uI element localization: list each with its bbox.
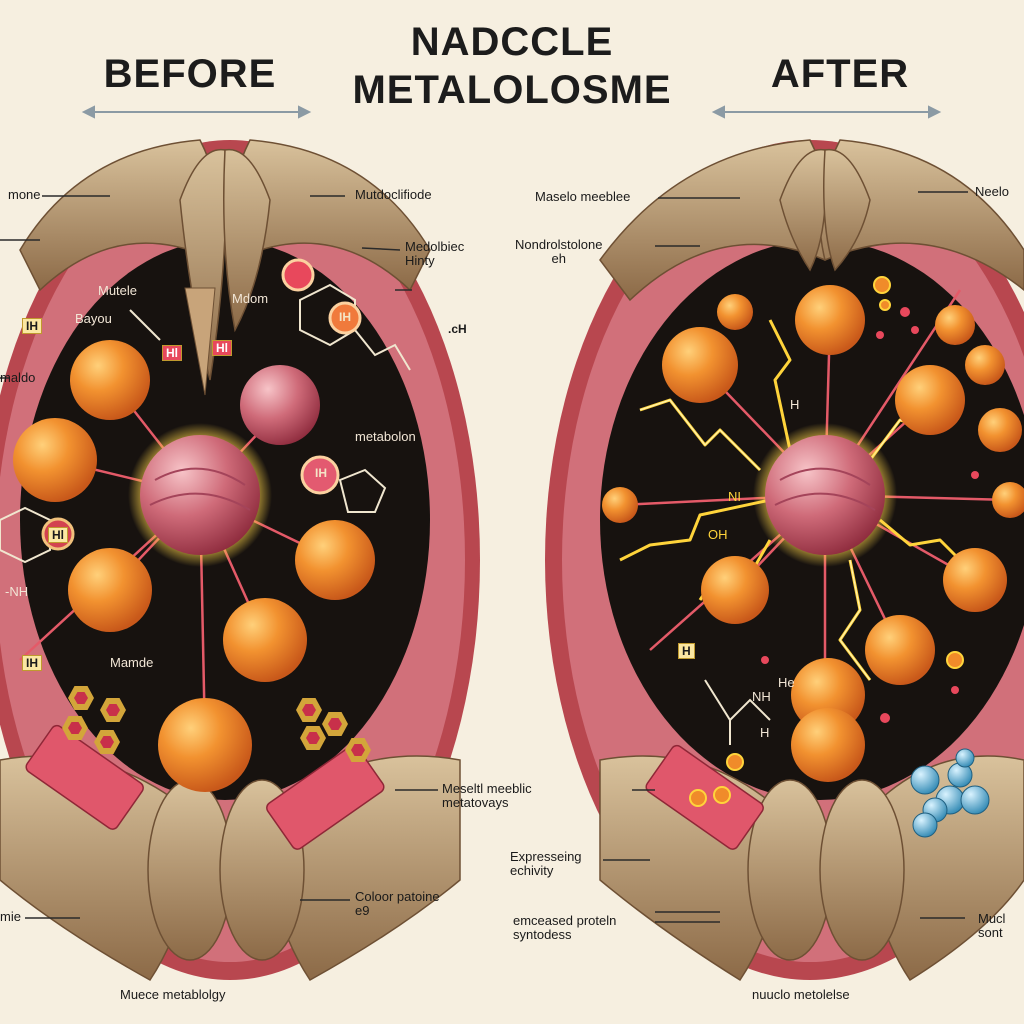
after-yellow-rings: [689, 276, 964, 807]
after-tag-h: H: [678, 643, 695, 659]
before-tendon-bottom: [0, 755, 461, 981]
after-label-nuuclo-metolelse: nuuclo metolelse: [752, 987, 850, 1002]
before-heading-arrow: [81, 105, 312, 119]
before-heading: BEFORE: [103, 52, 277, 96]
before-hex-molecule: [62, 716, 88, 740]
after-heading: AFTER: [770, 52, 910, 96]
before-tag-ih-3: IH: [315, 466, 327, 480]
after-label-emceased-protein: emceased proteln syntodess: [513, 913, 617, 942]
after-small-particles: [761, 307, 979, 723]
after-heading-arrow: [711, 105, 942, 119]
after-label-mucl: Mucl sont: [978, 911, 1006, 940]
before-inner-mutele: Mutele: [98, 283, 138, 298]
before-hex-molecule: [345, 738, 371, 762]
before-tag-hl-1: Hl: [162, 345, 182, 361]
before-label-maldo: maldo: [0, 370, 36, 385]
before-inner-mdom: Mdom: [232, 291, 269, 306]
after-inner-ni: NI: [728, 489, 741, 504]
before-tag-hl-2: Hl: [212, 340, 232, 356]
before-tag-ih-2: IH: [22, 655, 42, 671]
before-tag-ih-1: IH: [22, 318, 42, 334]
before-hex-molecule: [100, 698, 126, 722]
after-label-maselo-meeblee: Maselo meeblee: [535, 189, 631, 204]
before-label-muece-metablolgy: Muece metablolgy: [120, 987, 226, 1002]
after-inner-oh: OH: [708, 527, 728, 542]
before-tag-ih-4: IH: [339, 310, 351, 324]
before-hex-molecule: [300, 726, 326, 750]
after-leader-lines: [603, 191, 968, 923]
after-label-neelo: Neelo: [975, 184, 1009, 199]
before-label-medolbiec: Medolbiec Hinty: [405, 239, 465, 268]
before-inner-mamde: Mamde: [110, 655, 154, 670]
before-hex-molecule: [296, 698, 322, 722]
after-molecule-structure: [704, 679, 771, 745]
before-pink-sphere: [240, 365, 320, 445]
before-central-nucleus: [140, 435, 260, 555]
before-label-mutdoclifiode: Mutdoclifiode: [355, 187, 432, 202]
before-label-mone: mone: [8, 187, 41, 202]
after-inner-he: He: [778, 675, 795, 690]
before-cells: [13, 340, 375, 792]
after-cells: [602, 285, 1024, 782]
after-central-nucleus: [765, 435, 885, 555]
after-tendon-top: [599, 139, 1024, 302]
after-label-expresseing: Expresseing echivity: [510, 849, 582, 878]
before-hex-molecule: [94, 730, 120, 754]
after-blue-cluster: [910, 748, 990, 838]
after-inner-h1: H: [760, 725, 770, 740]
before-leader-lines: [0, 195, 438, 919]
after-inner-h2: H: [790, 397, 800, 412]
after-inner-nh: NH: [752, 689, 771, 704]
before-inner-bayou: Bayou: [75, 311, 112, 326]
before-muscle-bundles: [25, 724, 385, 850]
before-panel: [0, 139, 480, 981]
before-hex-molecule: [322, 712, 348, 736]
before-tendon-top: [19, 139, 431, 381]
after-label-nondrolstolone: Nondrolstolone eh: [515, 237, 603, 266]
diagram-title-line2: METALOLOSME: [352, 68, 672, 112]
before-label-meseltl-meeblic: Meseltl meeblic metatovays: [442, 781, 532, 810]
before-tag-hl-3: Hl: [48, 527, 68, 543]
before-inner-metabolon: metabolon: [355, 429, 416, 444]
before-label-coloor-patoine: Coloor patoine e9: [355, 889, 440, 918]
before-label-ch: .cH: [448, 322, 467, 336]
before-label-mie: mie: [0, 909, 21, 924]
diagram-title-line1: NADCCLE: [410, 20, 614, 64]
before-inner-nh: -NH: [5, 584, 29, 599]
after-panel: [545, 139, 1024, 982]
before-hex-molecule: [68, 686, 94, 710]
